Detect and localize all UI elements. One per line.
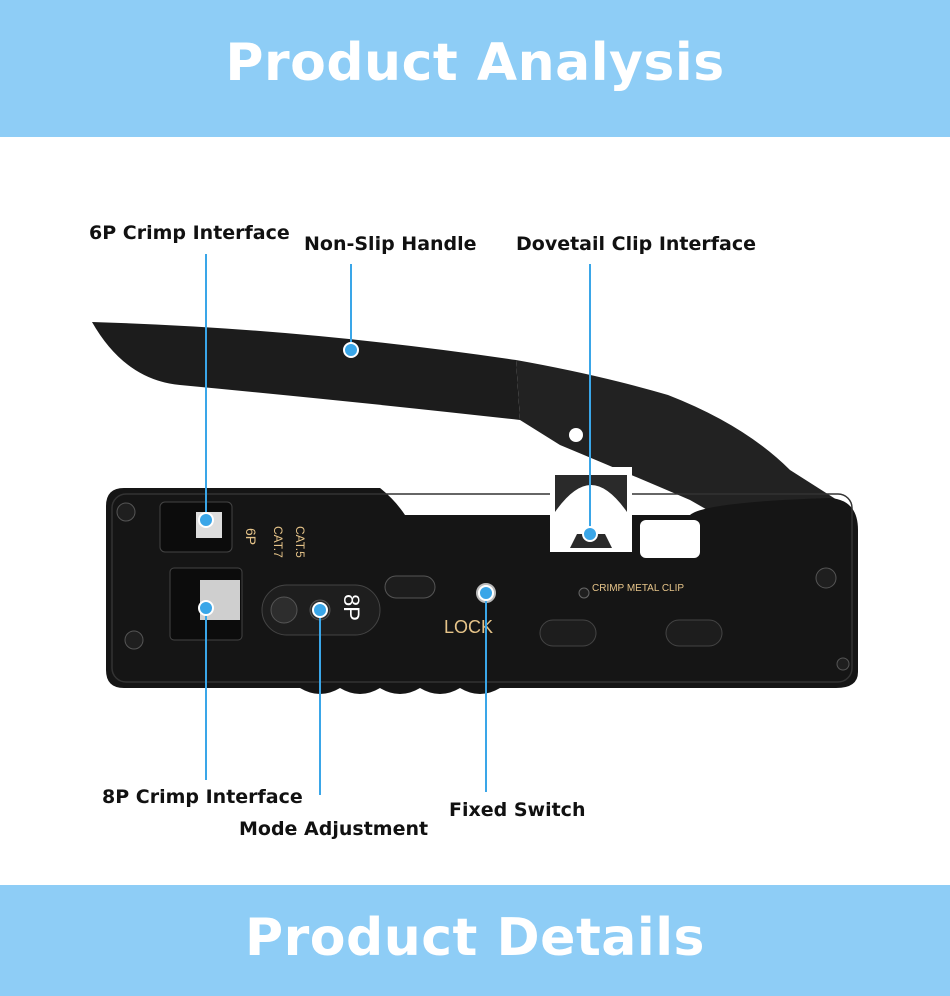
- callout-label-8p: 8P Crimp Interface: [102, 786, 303, 808]
- footer-title: Product Details: [245, 907, 705, 968]
- non-slip-handle: [92, 322, 520, 420]
- marking-8p: 8P: [339, 594, 364, 621]
- callout-dot-8p: [198, 600, 214, 616]
- body-screw: [836, 657, 850, 671]
- header-banner: Product Analysis: [0, 0, 950, 137]
- marking-6p: 6P: [243, 528, 259, 545]
- body-screw: [578, 587, 590, 599]
- callout-dot-switch: [478, 585, 494, 601]
- callout-label-6p: 6P Crimp Interface: [89, 222, 290, 244]
- body-slot: [384, 575, 436, 599]
- body-edge-highlight: [111, 493, 853, 683]
- callout-label-handle: Non-Slip Handle: [304, 233, 477, 255]
- page-title: Product Analysis: [225, 32, 725, 93]
- handle-pivot-hole: [569, 428, 583, 442]
- body-slot: [665, 619, 723, 647]
- callout-dot-dovetail: [582, 526, 598, 542]
- mode-screw: [270, 596, 298, 624]
- callout-dot-handle: [343, 342, 359, 358]
- dovetail-clip-jaw: [555, 475, 627, 512]
- body-screw: [124, 630, 144, 650]
- crimp-window: [640, 520, 700, 558]
- callout-dot-6p: [198, 512, 214, 528]
- marking-cat7: CAT.7: [271, 526, 285, 558]
- footer-banner: Product Details: [0, 885, 950, 996]
- callout-dot-mode: [312, 602, 328, 618]
- body-slot: [539, 619, 597, 647]
- callout-label-switch: Fixed Switch: [449, 799, 586, 821]
- marking-cat5: CAT.5: [293, 526, 307, 558]
- callout-label-mode: Mode Adjustment: [239, 818, 429, 840]
- marking-crimp-metal-clip: CRIMP METAL CLIP: [592, 583, 684, 594]
- marking-lock: LOCK: [444, 617, 493, 637]
- handle-arm: [516, 360, 845, 540]
- body-screw: [815, 567, 837, 589]
- body-screw: [116, 502, 136, 522]
- callout-label-dovetail: Dovetail Clip Interface: [516, 233, 756, 255]
